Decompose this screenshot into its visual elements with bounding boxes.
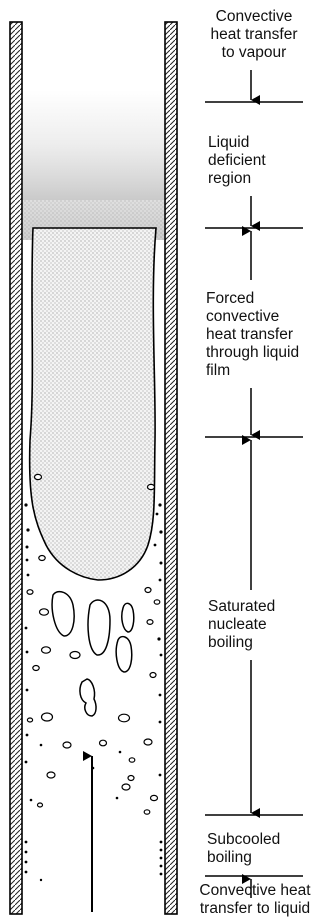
label-forced-convective: Forced convective heat transfer through … [206, 290, 299, 380]
label-subcooled: Subcooled boiling [207, 831, 280, 867]
label-saturated-nucleate: Saturated nucleate boiling [208, 598, 275, 652]
vapour-core [30, 228, 156, 580]
vapour-bubbles [52, 592, 134, 716]
label-liquid-deficient: Liquid deficient region [208, 134, 266, 188]
label-liquid-convection: Convective heat transfer to liquid [187, 882, 323, 918]
tube-wall-right [165, 22, 177, 914]
tube-wall-left [10, 22, 22, 914]
label-vapour-convection: Convective heat transfer to vapour [200, 8, 308, 62]
region-boundaries [205, 102, 303, 876]
